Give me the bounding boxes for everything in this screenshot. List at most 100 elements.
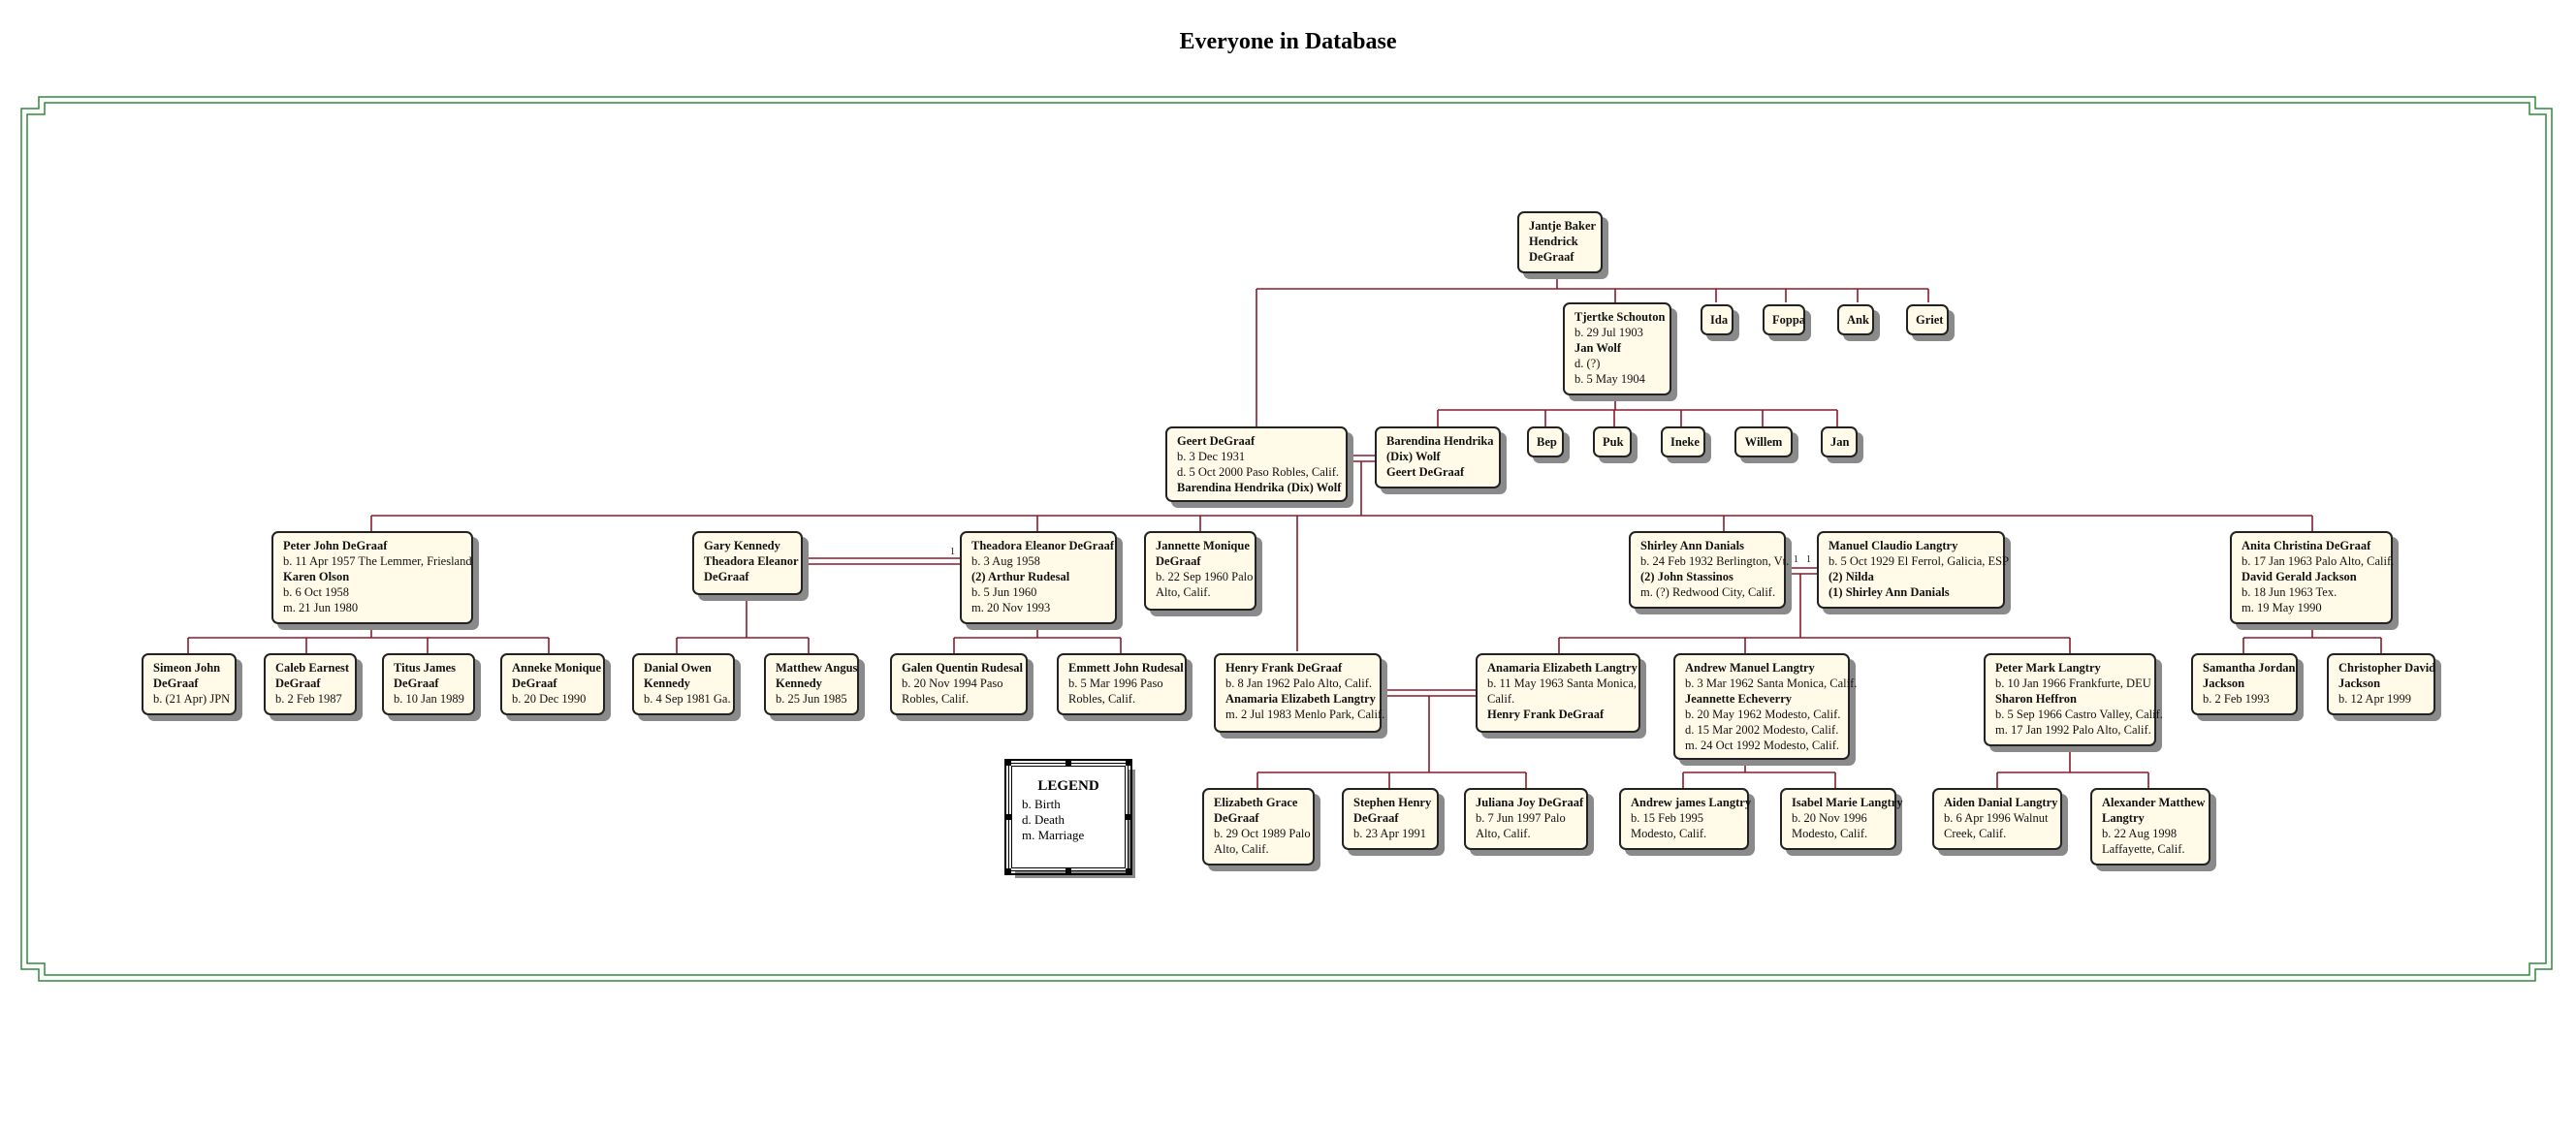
person-line: Christopher David: [2338, 661, 2436, 675]
person-line: b. 5 Oct 1929 El Ferrol, Galicia, ESP: [1829, 554, 2010, 568]
person-box-ank[interactable]: Ank: [1837, 304, 1874, 335]
person-box-griet[interactable]: Griet: [1906, 304, 1949, 335]
person-line: Barendina Hendrika: [1386, 434, 1494, 448]
family-connectors: [187, 271, 2382, 788]
person-line: Andrew james Langtry: [1631, 796, 1752, 809]
person-line: Geert DeGraaf: [1386, 465, 1465, 479]
legend-handle[interactable]: [1005, 760, 1011, 766]
person-box-manuel[interactable]: Manuel Claudio Langtry b. 5 Oct 1929 El F…: [1817, 531, 2010, 609]
person-box-puk[interactable]: Puk: [1593, 426, 1632, 457]
person-line: DeGraaf: [1529, 250, 1574, 264]
person-line: (2) Nilda: [1829, 570, 1874, 583]
legend-item-marriage: m. Marriage: [1022, 828, 1085, 842]
person-line: Galen Quentin Rudesal: [902, 661, 1024, 675]
person-line: Ida: [1710, 313, 1729, 327]
person-box-ida[interactable]: Ida: [1701, 304, 1733, 335]
person-line: Jeannette Echeverry: [1685, 692, 1793, 706]
legend-handle[interactable]: [1126, 760, 1131, 766]
person-line: Jan Wolf: [1574, 341, 1622, 355]
person-box-willem[interactable]: Willem: [1734, 426, 1793, 457]
person-box-jan[interactable]: Jan: [1821, 426, 1858, 457]
person-line: Alto, Calif.: [1476, 827, 1531, 840]
person-line: Titus James: [394, 661, 457, 675]
person-line: Elizabeth Grace: [1214, 796, 1298, 809]
person-line: Langtry: [2102, 811, 2145, 825]
person-line: Robles, Calif.: [1068, 692, 1136, 706]
person-line: Bep: [1537, 435, 1557, 449]
legend-handle[interactable]: [1065, 868, 1071, 874]
person-line: Gary Kennedy: [704, 539, 780, 552]
person-line: Emmett John Rudesal: [1068, 661, 1184, 675]
person-line: (1) Shirley Ann Danials: [1829, 585, 1950, 599]
legend-handle[interactable]: [1005, 868, 1011, 874]
person-line: Danial Owen: [644, 661, 712, 675]
person-line: Theadora Eleanor: [704, 554, 799, 568]
person-line: m. 21 Jun 1980: [283, 601, 359, 614]
person-line: Anneke Monique: [512, 661, 602, 675]
person-line: b. 18 Jun 1963 Tex.: [2242, 585, 2337, 599]
person-line: b. 25 Jun 1985: [776, 692, 847, 706]
person-line: Willem: [1744, 435, 1783, 449]
person-line: b. (21 Apr) JPN: [153, 692, 231, 706]
person-line: Matthew Angus: [776, 661, 858, 675]
person-line: Geert DeGraaf: [1177, 434, 1256, 448]
person-line: m. 17 Jan 1992 Palo Alto, Calif.: [1995, 723, 2151, 737]
person-line: b. 11 Apr 1957 The Lemmer, Friesland: [283, 554, 472, 568]
person-line: Ank: [1847, 313, 1869, 327]
person-line: Hendrick: [1529, 235, 1578, 248]
person-line: Manuel Claudio Langtry: [1829, 539, 1958, 552]
legend-handle[interactable]: [1065, 760, 1071, 766]
person-line: b. 3 Aug 1958: [971, 554, 1040, 568]
person-line: Jantje Baker: [1529, 219, 1597, 233]
person-line: b. 22 Sep 1960 Palo: [1156, 570, 1254, 583]
person-line: DeGraaf: [1214, 811, 1259, 825]
person-line: Theadora Eleanor DeGraaf: [971, 539, 1114, 552]
person-line: Griet: [1916, 313, 1944, 327]
person-line: Kennedy: [644, 677, 690, 690]
person-box-foppa[interactable]: Foppa: [1763, 304, 1805, 335]
person-line: b. 20 Dec 1990: [512, 692, 587, 706]
legend-handle[interactable]: [1126, 814, 1131, 820]
person-line: Isabel Marie Langtry: [1792, 796, 1903, 809]
person-line: b. 7 Jun 1997 Palo: [1476, 811, 1566, 825]
legend-handle[interactable]: [1126, 868, 1131, 874]
person-line: b. 2 Feb 1993: [2203, 692, 2270, 706]
person-line: Anamaria Elizabeth Langtry: [1225, 692, 1376, 706]
person-box-ineke[interactable]: Ineke: [1661, 426, 1705, 457]
legend-handle[interactable]: [1005, 814, 1011, 820]
legend-item-death: d. Death: [1022, 812, 1065, 827]
person-box-bep[interactable]: Bep: [1527, 426, 1564, 457]
person-line: d. 5 Oct 2000 Paso Robles, Calif.: [1177, 465, 1340, 479]
